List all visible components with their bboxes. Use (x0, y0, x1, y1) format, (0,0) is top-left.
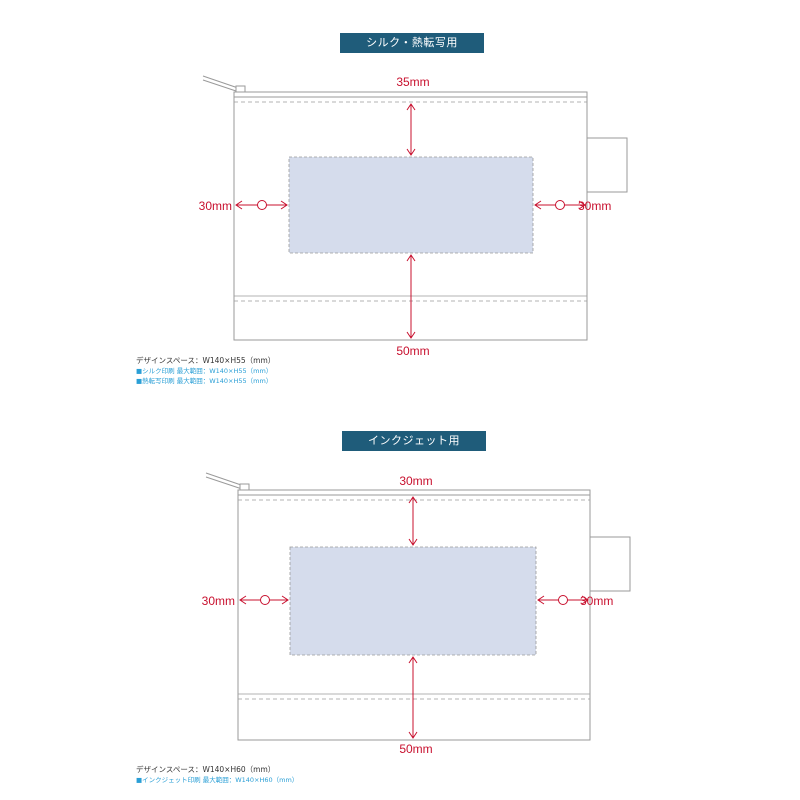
zipper-pull-icon (205, 472, 250, 493)
left-dimension-label: 30mm (199, 199, 232, 213)
inkjet-pouch-diagram: 30mm 50mm 30mm 30mm (202, 472, 631, 756)
silk-spec-block: デザインスペース：W140×H55（mm） ■シルク印刷 最大範囲：W140×H… (136, 355, 275, 386)
bottom-dimension-label: 50mm (396, 344, 429, 358)
silk-pouch-diagram: 35mm 50mm 30mm 30mm (199, 75, 628, 358)
heat-transfer-max-range-label: ■熱転写印刷 最大範囲：W140×H55（mm） (136, 377, 273, 385)
inkjet-section: 30mm 50mm 30mm 30mm インクジェット用 デザインスペース：W1… (0, 400, 800, 800)
left-dimension-arrow (239, 595, 289, 605)
top-dimension-arrow (406, 103, 416, 156)
left-dimension-arrow (235, 200, 288, 210)
top-dimension-arrow (408, 496, 418, 546)
design-space-label: デザインスペース：W140×H55（mm） (136, 356, 276, 365)
right-dimension-label: 30mm (578, 199, 611, 213)
side-tab (589, 536, 631, 592)
silk-heat-transfer-section: 35mm 50mm 30mm 30mm シルク・熱転写用 デザインスペース：W1… (136, 33, 628, 386)
inkjet-section-header: インクジェット用 (342, 431, 486, 451)
side-tab (586, 137, 628, 193)
left-dimension-label: 30mm (202, 594, 235, 608)
bottom-dimension-arrow (408, 656, 418, 739)
print-area (289, 546, 537, 656)
design-space-label: デザインスペース：W140×H60（mm） (136, 765, 276, 774)
inkjet-spec-block: デザインスペース：W140×H60（mm） ■インクジェット印刷 最大範囲：W1… (136, 764, 298, 785)
print-area (288, 156, 534, 254)
bottom-dimension-arrow (406, 254, 416, 339)
right-dimension-arrow (534, 200, 586, 210)
right-dimension-arrow (537, 595, 589, 605)
inkjet-max-range-label: ■インクジェット印刷 最大範囲：W140×H60（mm） (136, 776, 299, 784)
right-dimension-label: 30mm (580, 594, 613, 608)
zipper-pull-icon (202, 75, 246, 95)
bottom-dimension-label: 50mm (399, 742, 432, 756)
top-dimension-label: 30mm (399, 474, 432, 488)
silk-section-header: シルク・熱転写用 (340, 33, 484, 53)
top-dimension-label: 35mm (396, 75, 429, 89)
silk-max-range-label: ■シルク印刷 最大範囲：W140×H55（mm） (136, 367, 273, 375)
